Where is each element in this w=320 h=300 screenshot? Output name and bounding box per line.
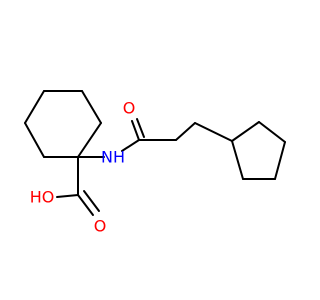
alkyl-chain (138, 122, 233, 142)
bond-cp-b-c (258, 121, 286, 143)
bond-cp-a-b (231, 121, 260, 142)
bond-ch2-ch2 (175, 122, 196, 141)
cyclopentane-ring (231, 121, 286, 180)
amide-group (77, 118, 145, 158)
acid-oxygen-label: O (94, 217, 107, 236)
bond-carboxyl-co-b (83, 190, 100, 212)
cyclohexane-ring (24, 90, 102, 158)
bond-ring-c2-c3 (24, 122, 45, 158)
hydroxyl-label: HO (30, 188, 55, 207)
bond-ring-c5-c6 (81, 90, 102, 124)
bond-cp-c-d (274, 141, 286, 180)
amide-nh-label: NH (101, 148, 125, 167)
bond-ch2-cyclopentyl (194, 122, 233, 142)
bond-carbonyl-o-b (136, 118, 145, 138)
bond-ring-c6-c1 (77, 122, 102, 158)
bond-carbonyl-o-a (131, 120, 140, 141)
bond-carboxyl-oh (56, 194, 79, 198)
bond-ring-c3-c4 (24, 90, 45, 124)
bond-carboxyl-co-a (77, 194, 94, 216)
bond-nh-carbonyl (121, 139, 140, 152)
carboxylic-acid-group (56, 156, 100, 216)
carbonyl-oxygen-label: O (123, 99, 136, 118)
bond-cp-e-a (231, 140, 244, 180)
molecule-diagram: O NH HO O (24, 90, 286, 236)
